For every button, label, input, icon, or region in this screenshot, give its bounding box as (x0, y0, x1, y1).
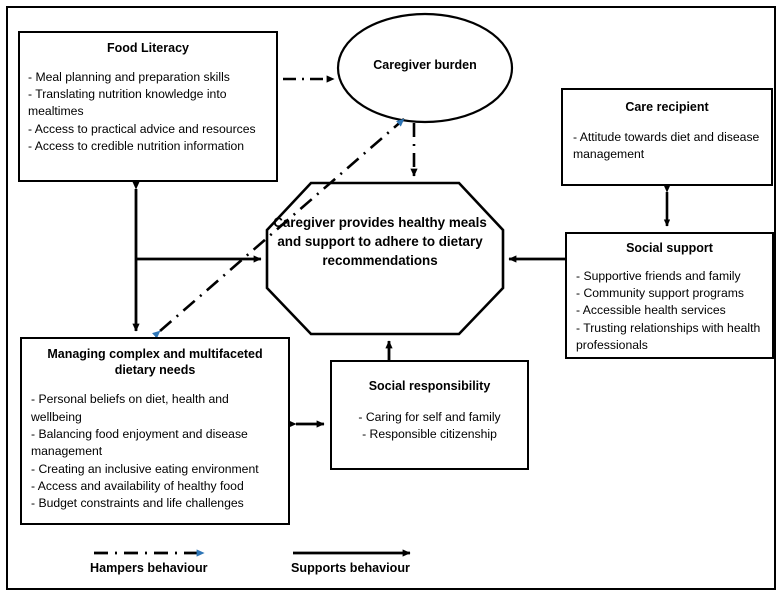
node-social-responsibility[interactable]: Social responsibility - Caring for self … (330, 360, 529, 470)
list-item: - Caring for self and family (358, 409, 501, 424)
node-body-dietary-needs: - Personal beliefs on diet, health and w… (31, 391, 279, 512)
list-item: - Access and availability of healthy foo… (31, 478, 244, 493)
node-title-dietary-needs: Managing complex and multifaceted dietar… (47, 347, 263, 377)
node-food-literacy[interactable]: Food Literacy - Meal planning and prepar… (18, 31, 278, 182)
node-title-food-literacy: Food Literacy (107, 41, 189, 55)
list-item: - Accessible health services (576, 303, 726, 318)
node-social-support[interactable]: Social support - Supportive friends and … (565, 232, 774, 359)
list-item: - Supportive friends and family (576, 268, 741, 283)
node-title-social-responsibility: Social responsibility (368, 379, 491, 393)
node-title-social-support: Social support (626, 241, 713, 255)
list-item: - Budget constraints and life challenges (31, 496, 244, 511)
list-item: - Access to practical advice and resourc… (28, 121, 256, 136)
list-item: - Responsible citizenship (362, 426, 497, 441)
node-title-caregiver-burden: Caregiver burden (373, 58, 477, 72)
list-item: - Translating nutrition knowledge into m… (28, 86, 227, 119)
legend-label-supports: Supports behaviour (291, 561, 410, 575)
node-care-recipient[interactable]: Care recipient - Attitude towards diet a… (561, 88, 773, 186)
legend-label-hampers: Hampers behaviour (90, 561, 208, 575)
list-item: - Community support programs (576, 285, 744, 300)
list-item: - Access to credible nutrition informati… (28, 138, 245, 153)
node-body-food-literacy: - Meal planning and preparation skills -… (28, 69, 268, 156)
diagram-outer-frame (6, 6, 776, 590)
node-body-social-support: - Supportive friends and family - Commun… (576, 268, 763, 355)
node-title-care-recipient: Care recipient (625, 100, 709, 114)
node-body-care-recipient: - Attitude towards diet and disease mana… (573, 129, 761, 164)
list-item: - Creating an inclusive eating environme… (31, 461, 259, 476)
list-item: - Balancing food enjoyment and disease m… (31, 426, 248, 459)
list-item: - Attitude towards diet and disease mana… (573, 129, 760, 161)
node-body-social-responsibility: - Caring for self and family - Responsib… (340, 409, 519, 444)
node-dietary-needs[interactable]: Managing complex and multifaceted dietar… (20, 337, 290, 525)
node-title-central-outcome: Caregiver provides healthy meals and sup… (273, 215, 487, 269)
list-item: - Trusting relationships with health pro… (576, 320, 761, 352)
list-item: - Personal beliefs on diet, health and w… (31, 392, 229, 424)
list-item: - Meal planning and preparation skills (28, 69, 230, 84)
